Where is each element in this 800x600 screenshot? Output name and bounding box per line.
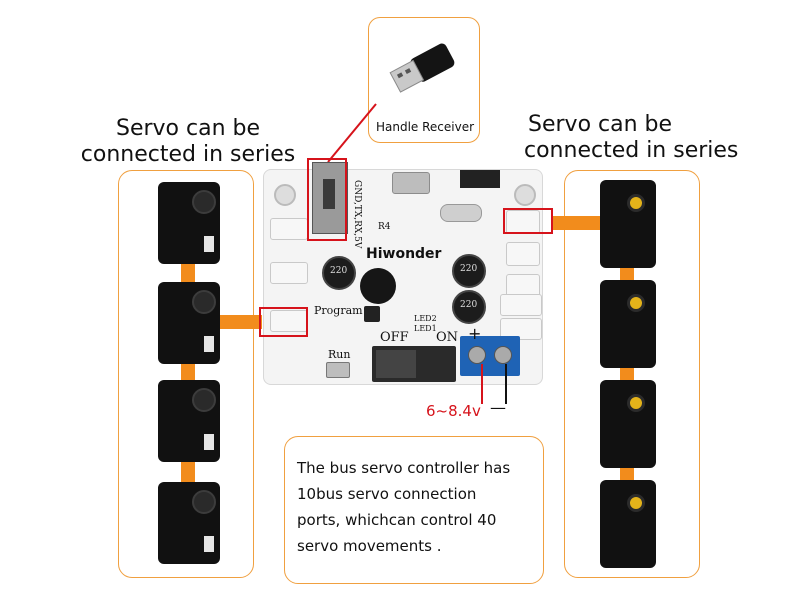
servo-controller-board: GND,TX,RX,5V R4 Hiwonder 220 220 220 Pro… — [263, 162, 543, 385]
right-servo-panel — [564, 170, 700, 578]
micro-usb-port — [392, 172, 430, 194]
right-connection-wire — [552, 216, 604, 230]
receiver-usb-socket — [312, 162, 348, 234]
power-leads — [481, 364, 507, 404]
left-port-highlight — [259, 307, 308, 337]
capacitor: 220 — [452, 254, 486, 288]
description-note: The bus servo controller has 10bus servo… — [284, 436, 544, 584]
note-line2: 10bus servo connection — [297, 485, 477, 503]
servo-horn-icon — [627, 394, 645, 412]
servo-horn-icon — [627, 494, 645, 512]
servo-port — [270, 218, 308, 240]
power-plus-sign: + — [468, 324, 482, 343]
on-label: ON — [436, 330, 459, 345]
power-terminal — [460, 336, 520, 376]
servo-right-4 — [600, 480, 656, 568]
usb-receiver-icon — [385, 40, 465, 100]
servo-horn-icon — [627, 194, 645, 212]
receiver-callout: Handle Receiver — [368, 17, 480, 143]
servo-port — [506, 242, 540, 266]
buzzer — [360, 268, 396, 304]
receiver-pointer-line — [327, 103, 377, 163]
left-title-line2: connected in series — [80, 142, 296, 167]
servo-right-2 — [600, 280, 656, 368]
servo-horn-icon — [192, 290, 216, 314]
left-title-line1: Servo can be — [115, 116, 261, 141]
left-title: Servo can be connected in series — [78, 116, 298, 168]
pin-header-label: GND,TX,RX,5V — [352, 180, 362, 249]
mounting-hole — [514, 184, 536, 206]
servo-port — [506, 210, 540, 234]
servo-left-3 — [158, 380, 220, 462]
servo-right-3 — [600, 380, 656, 468]
capacitor: 220 — [322, 256, 356, 290]
mounting-hole — [274, 184, 296, 206]
right-title-line2: connected in series — [524, 138, 739, 163]
servo-horn-icon — [192, 190, 216, 214]
servo-right-1 — [600, 180, 656, 268]
capacitor: 220 — [452, 290, 486, 324]
note-line4: servo movements . — [297, 537, 442, 555]
note-text: The bus servo controller has 10bus servo… — [297, 455, 510, 559]
left-connection-wire — [210, 315, 262, 329]
header-block — [460, 170, 500, 188]
off-label: OFF — [380, 330, 409, 345]
left-chain-wire — [181, 220, 195, 520]
servo-horn-icon — [627, 294, 645, 312]
servo-horn-icon — [192, 388, 216, 412]
servo-left-2 — [158, 282, 220, 364]
servo-port — [500, 318, 542, 340]
voltage-label: 6~8.4v — [426, 402, 481, 420]
brand-logo: Hiwonder — [366, 246, 442, 262]
receiver-label: Handle Receiver — [375, 120, 475, 134]
program-label: Program — [314, 304, 363, 317]
right-port-highlight — [503, 208, 553, 234]
receiver-socket-highlight — [307, 158, 347, 241]
servo-port — [270, 262, 308, 284]
servo-port — [500, 294, 542, 316]
crystal — [440, 204, 482, 222]
right-title-line1: Servo can be — [528, 112, 673, 137]
note-line3: ports, whichcan control 40 — [297, 511, 497, 529]
led1-label: LED1 — [414, 324, 437, 333]
power-switch[interactable] — [372, 346, 456, 382]
led2-label: LED2 — [414, 314, 437, 323]
servo-left-4 — [158, 482, 220, 564]
servo-left-1 — [158, 182, 220, 264]
note-line1: The bus servo controller has — [297, 459, 511, 477]
program-button[interactable] — [364, 306, 380, 322]
servo-horn-icon — [192, 490, 216, 514]
run-button[interactable] — [326, 362, 350, 378]
power-minus-sign: — — [490, 398, 506, 417]
right-title: Servo can be connected in series — [524, 112, 744, 164]
r4-label: R4 — [378, 222, 391, 232]
run-label: Run — [328, 348, 351, 361]
left-servo-panel — [118, 170, 254, 578]
